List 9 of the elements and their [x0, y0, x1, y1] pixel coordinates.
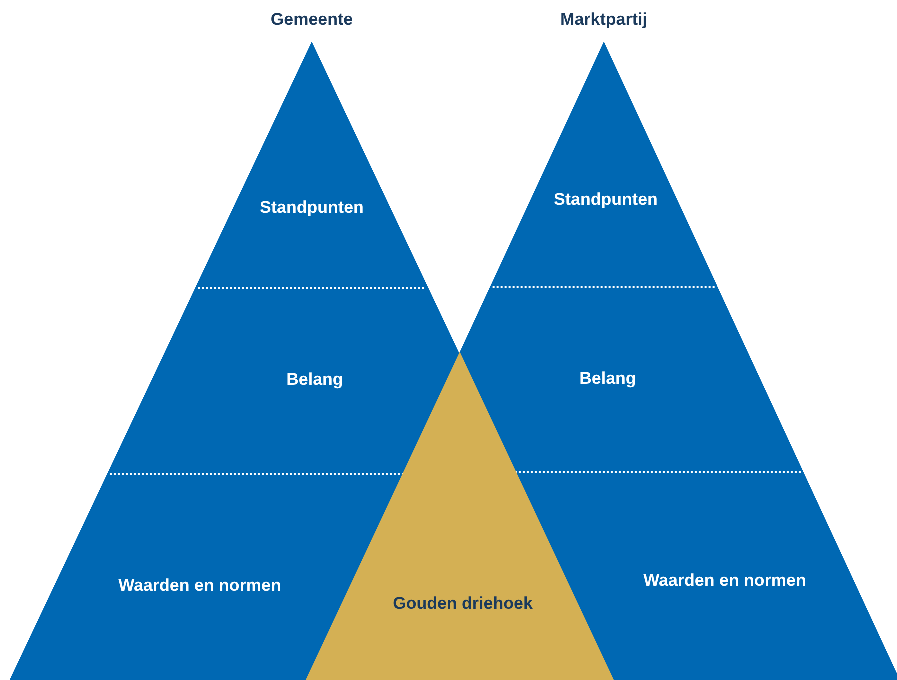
layer-label: Belang: [286, 370, 344, 390]
pyramid-heading: Marktpartij: [560, 10, 648, 30]
layer-label: Belang: [580, 369, 636, 389]
layer-label: Waarden en normen: [118, 576, 282, 596]
layer-label: Standpunten: [260, 198, 364, 218]
layer-label: Standpunten: [554, 190, 658, 210]
layer-label: Waarden en normen: [644, 571, 806, 591]
pyramid-heading: Gemeente: [270, 10, 354, 30]
overlap-label: Gouden driehoek: [393, 594, 533, 614]
